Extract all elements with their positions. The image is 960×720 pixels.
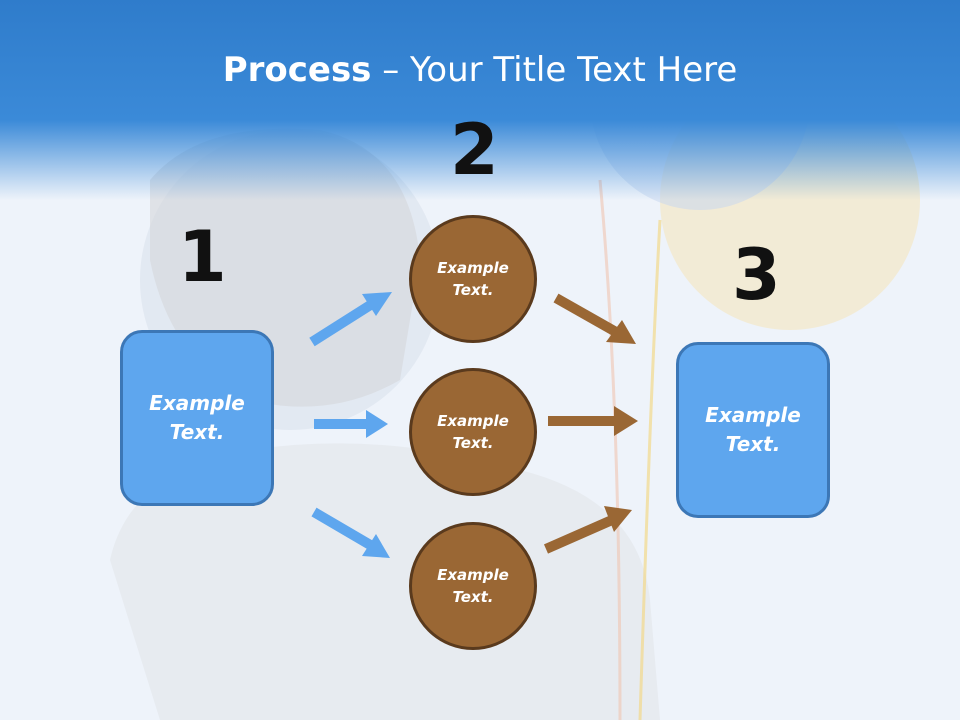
process-circle-top: Example Text.	[409, 215, 537, 343]
step-number-3: 3	[732, 234, 781, 316]
step-number-1: 1	[178, 216, 227, 298]
title-rest: – Your Title Text Here	[371, 50, 738, 90]
left-text-box: Example Text.	[120, 330, 274, 506]
title-strong: Process	[222, 50, 372, 90]
header-band	[0, 0, 960, 200]
process-circle-bottom: Example Text.	[409, 522, 537, 650]
step-number-2: 2	[450, 109, 499, 191]
slide-title: Process – Your Title Text Here	[0, 50, 960, 90]
process-circle-middle: Example Text.	[409, 368, 537, 496]
right-text-box: Example Text.	[676, 342, 830, 518]
